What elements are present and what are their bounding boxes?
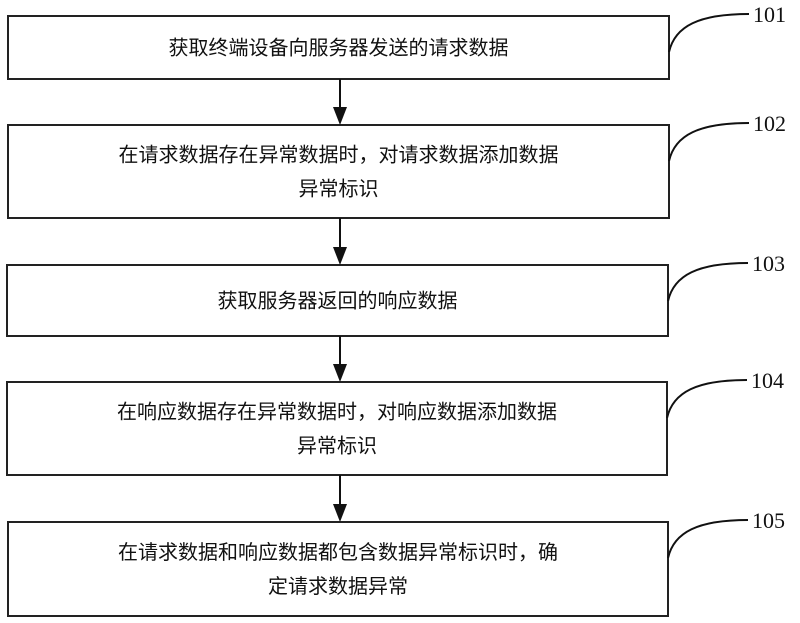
- leader-line-103: [667, 262, 749, 302]
- step-box-104: [6, 381, 668, 476]
- arrowhead-104-to-105: [333, 504, 347, 522]
- step-text-105-line-1: 在请求数据和响应数据都包含数据异常标识时，确: [118, 540, 558, 564]
- step-text-104-line-2: 异常标识: [297, 434, 377, 458]
- leader-line-104: [666, 379, 748, 419]
- arrowhead-103-to-104: [333, 364, 347, 382]
- step-text-103-line-1: 获取服务器返回的响应数据: [218, 289, 458, 313]
- step-text-102-line-1: 在请求数据存在异常数据时，对请求数据添加数据: [119, 143, 559, 167]
- arrowhead-102-to-103: [333, 247, 347, 265]
- leader-line-101: [668, 13, 750, 53]
- step-text-101-line-1: 获取终端设备向服务器发送的请求数据: [169, 36, 509, 60]
- leader-line-105: [667, 519, 749, 559]
- leader-line-102: [668, 122, 750, 162]
- step-box-103: [6, 264, 669, 337]
- reference-label-101: 101: [753, 2, 786, 27]
- step-text-105-line-2: 定请求数据异常: [268, 574, 408, 598]
- reference-label-103: 103: [752, 251, 785, 276]
- step-box-101: [7, 15, 670, 80]
- reference-label-105: 105: [752, 508, 785, 533]
- step-box-102: [7, 124, 670, 219]
- arrowhead-101-to-102: [333, 107, 347, 125]
- step-box-105: [7, 521, 669, 617]
- step-text-104-line-1: 在响应数据存在异常数据时，对响应数据添加数据: [117, 400, 557, 424]
- step-text-102-line-2: 异常标识: [299, 177, 379, 201]
- reference-label-102: 102: [753, 111, 786, 136]
- reference-label-104: 104: [751, 368, 784, 393]
